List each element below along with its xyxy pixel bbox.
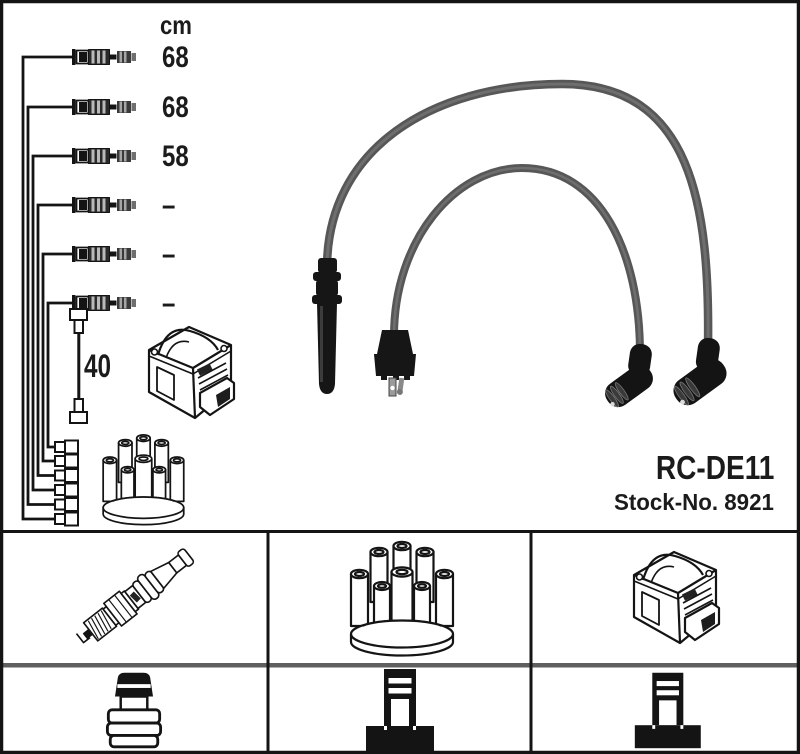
distributor-connector-icon xyxy=(366,669,434,751)
ignition-lead-icon xyxy=(71,98,137,116)
cable-length-label-6: – xyxy=(162,287,176,320)
distributor-terminal-icons xyxy=(54,439,79,527)
ignition-lead-set-photo xyxy=(312,79,727,408)
lead-wires xyxy=(21,55,73,521)
cable-length-label-3: 58 xyxy=(162,140,189,173)
cable-length-label-5: – xyxy=(162,238,176,271)
ignition-lead-icon xyxy=(71,147,137,165)
spark-plug-connector-icon xyxy=(105,671,163,749)
cable-length-label-4: – xyxy=(162,189,176,222)
angled-boot xyxy=(673,337,727,406)
coil-plug xyxy=(374,330,416,397)
cable-length-schematic xyxy=(21,48,236,527)
coil-wire-length-label: 40 xyxy=(84,348,112,384)
ignition-coil-icon xyxy=(632,550,721,645)
grid-lines xyxy=(0,530,800,754)
spark-plug-icon xyxy=(71,542,199,652)
product-code: RC-DE11 xyxy=(655,449,774,486)
stock-number: Stock-No. 8921 xyxy=(614,489,774,515)
ignition-lead-icon xyxy=(71,196,137,214)
coil-wire-icon xyxy=(69,308,88,424)
straight-boot xyxy=(312,258,342,394)
distributor-cap-icon xyxy=(349,540,455,657)
grid-icons xyxy=(71,540,721,751)
ignition-coil-icon xyxy=(147,325,236,420)
coil-connector-icon xyxy=(634,672,701,749)
angled-boot xyxy=(605,343,653,408)
cable-length-label-2: 68 xyxy=(162,91,189,124)
unit-header-label: cm xyxy=(160,10,192,40)
ignition-lead-icon xyxy=(71,245,137,263)
distributor-cap-icon xyxy=(102,433,185,526)
cable-length-label-1: 68 xyxy=(162,41,189,74)
ignition-lead-icon xyxy=(71,48,137,66)
